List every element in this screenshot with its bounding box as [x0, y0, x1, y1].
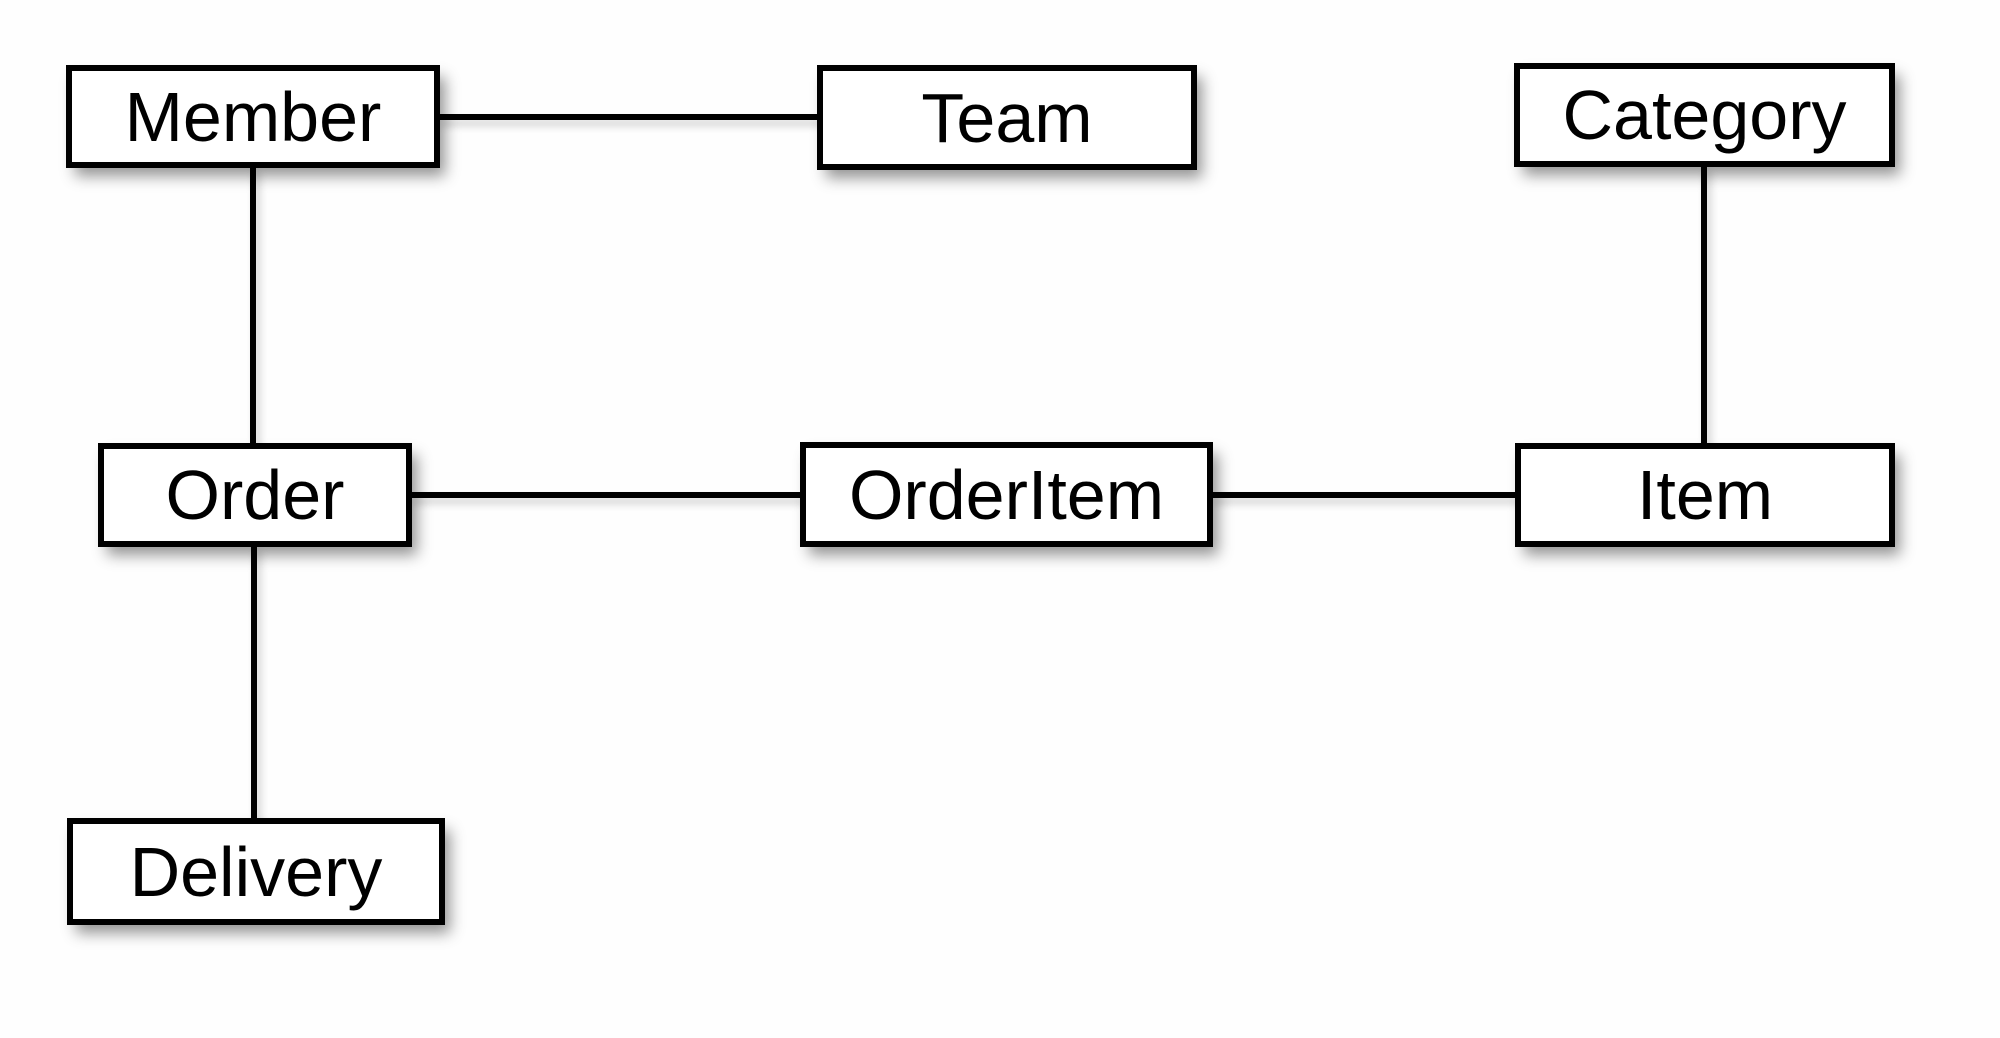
edge-member-order: [250, 166, 256, 445]
edge-member-team: [438, 114, 819, 120]
entity-box-team: Team: [817, 65, 1197, 170]
entity-label-member: Member: [124, 77, 382, 156]
entity-label-team: Team: [921, 78, 1093, 157]
entity-label-orderitem: OrderItem: [848, 455, 1165, 534]
edge-order-delivery: [251, 545, 257, 820]
entity-label-category: Category: [1562, 76, 1847, 154]
edge-orderitem-item: [1211, 492, 1517, 498]
entity-box-delivery: Delivery: [67, 818, 445, 925]
edge-order-orderitem: [410, 492, 802, 498]
entity-box-item: Item: [1515, 443, 1895, 547]
entity-box-category: Category: [1514, 63, 1895, 167]
entity-box-orderitem: OrderItem: [800, 442, 1213, 547]
entity-label-delivery: Delivery: [129, 832, 383, 911]
edge-category-item: [1701, 165, 1707, 445]
entity-label-order: Order: [165, 456, 345, 534]
entity-box-member: Member: [66, 65, 440, 168]
entity-box-order: Order: [98, 443, 412, 547]
entity-label-item: Item: [1636, 456, 1774, 534]
